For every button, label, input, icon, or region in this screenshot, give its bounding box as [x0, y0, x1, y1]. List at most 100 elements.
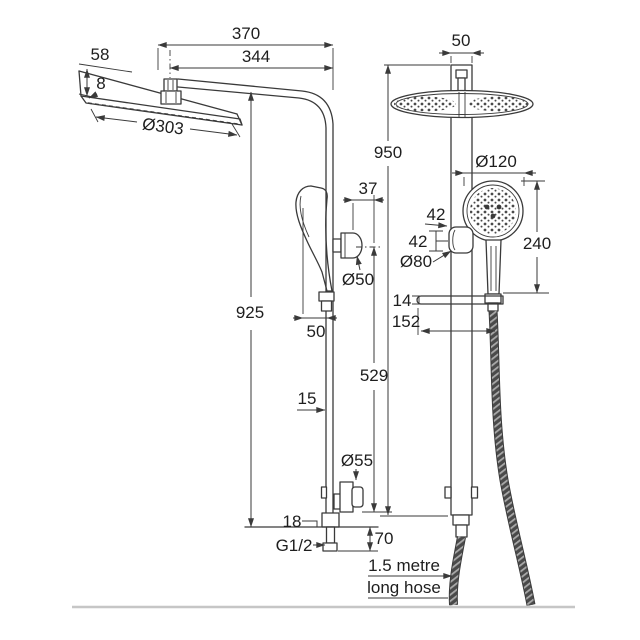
- bracket-disc: [339, 481, 354, 513]
- shelf-outline: [416, 295, 504, 305]
- hand-jet-2: [496, 204, 502, 210]
- holder-knob-front: [448, 226, 474, 254]
- hose-long: [489, 310, 535, 606]
- dim-303-b: [189, 128, 238, 137]
- dim-head-diameter-label: Ø303: [141, 114, 185, 138]
- hand-jet-1: [484, 204, 490, 210]
- front-view: 50 950 Ø120 42 42 Ø80 240 14 152: [367, 31, 551, 606]
- holder-knob-side: [340, 232, 363, 259]
- dim-bracket-dia-label: Ø80: [400, 252, 432, 271]
- inlet-pipe-side: [325, 526, 336, 544]
- dim-overall-height-label: 925: [236, 303, 264, 322]
- dim-base-offset-label: 18: [283, 512, 302, 531]
- dim-overall-width-label: 370: [232, 24, 260, 43]
- ext-50f: [450, 56, 473, 63]
- inlet-nut-side: [322, 542, 338, 552]
- top-fitting-b: [457, 77, 466, 92]
- dim-14-ticks: [412, 295, 426, 305]
- hose-note-line1: 1.5 metre: [368, 556, 440, 575]
- shelf-front: [416, 295, 504, 305]
- overhead-shower-side: [78, 63, 243, 126]
- hose-front: [448, 310, 536, 606]
- head-top-ext: [78, 63, 133, 73]
- column-foot-side: [321, 512, 340, 528]
- dim-shelf-offset-label: 152: [392, 312, 420, 331]
- dim-arm-reach-label: 344: [242, 47, 270, 66]
- head-top-edge: [78, 70, 238, 115]
- head-spray-face: [87, 102, 239, 125]
- side-view: 370 344 58 8 Ø303 925 37 Ø50: [78, 24, 394, 555]
- hand-shower-front: [462, 180, 524, 312]
- head-right-edge: [236, 113, 243, 126]
- ext-240: [503, 180, 549, 294]
- arm-connector: [160, 50, 182, 105]
- hose-nipple-side: [320, 300, 333, 312]
- dim-column-width-label: 50: [452, 31, 471, 50]
- dim-rail-depth-label: 15: [298, 389, 317, 408]
- hand-shower-side: [295, 185, 381, 312]
- dim-8-leader: [88, 91, 99, 99]
- dim-holder-diameter-label: Ø50: [342, 270, 374, 289]
- dim-handshower-length-label: 240: [523, 234, 551, 253]
- rail-clip-side: [320, 486, 328, 499]
- dim-42b: [429, 230, 448, 252]
- dim-rail-span-label: 529: [360, 366, 388, 385]
- arm-outer-edge: [177, 78, 334, 514]
- arm-and-column-side: [177, 78, 340, 552]
- column-clip-left: [444, 486, 452, 499]
- side-dimensions: 370 344 58 8 Ø303 925 37 Ø50: [78, 24, 394, 555]
- overhead-spray-left: [394, 96, 456, 112]
- ext-120: [463, 177, 525, 186]
- dim-bracket-diameter-label: Ø55: [341, 451, 373, 470]
- overhead-shower-front: [390, 89, 534, 119]
- connector-facets: [165, 80, 177, 103]
- inlet-nut-front: [455, 524, 468, 538]
- hand-handle: [485, 239, 502, 295]
- bracket-cap: [351, 486, 364, 508]
- hose-short: [449, 536, 465, 606]
- dim-head-edge-label: 58: [91, 45, 110, 64]
- dim-shelf-thickness-label: 14: [393, 291, 412, 310]
- front-dimensions: 50 950 Ø120 42 42 Ø80 240 14 152: [367, 31, 551, 599]
- dim-handshower-diameter-label: Ø120: [475, 152, 517, 171]
- dim-bracket-height-label: 42: [409, 232, 428, 251]
- dim-holder-offset-label: 37: [359, 179, 378, 198]
- hand-face-inner: [466, 184, 520, 238]
- dim-bracket-offset-label: 42: [427, 205, 446, 224]
- column-clip-right: [470, 486, 479, 499]
- hand-face-spray: [470, 188, 516, 234]
- dim-18-leader: [302, 520, 318, 527]
- connector-lower-nut: [160, 90, 182, 105]
- top-fitting-a: [455, 69, 468, 79]
- dim-303-a: [95, 115, 138, 123]
- hand-shower-back: [310, 185, 333, 292]
- column-outline: [450, 64, 473, 516]
- holder-knob-arc: [452, 229, 456, 251]
- dim-50dia-leader: [355, 255, 362, 271]
- hose-nut-side: [318, 291, 335, 302]
- connector-upper-nut: [163, 78, 178, 92]
- dim-column-height-label: 950: [374, 143, 402, 162]
- holder-neck-side: [332, 238, 342, 253]
- dim-80-leader: [432, 250, 452, 263]
- overhead-center-join: [458, 92, 466, 117]
- hand-jet-3: [490, 213, 496, 219]
- overhead-spray-right: [468, 96, 530, 112]
- ext-950: [380, 64, 450, 517]
- column-front: [444, 64, 479, 538]
- hand-shower-face-line: [299, 195, 310, 238]
- dim-head-to-rail-label: 50: [307, 322, 326, 341]
- head-left-edge: [78, 70, 82, 97]
- inlet-body-front: [452, 514, 470, 526]
- wall-bracket-side: [333, 481, 364, 513]
- dim-inlet-length-label: 70: [375, 529, 394, 548]
- dim-42a-leader: [424, 222, 448, 229]
- hand-handle-lines: [490, 246, 497, 291]
- arm-inner-edge: [177, 86, 327, 514]
- dim-inlet-thread-label: G1/2: [276, 536, 313, 555]
- dim-head-rim-label: 8: [96, 74, 105, 93]
- ext-37: [352, 195, 375, 243]
- hand-shower-outer: [295, 185, 328, 292]
